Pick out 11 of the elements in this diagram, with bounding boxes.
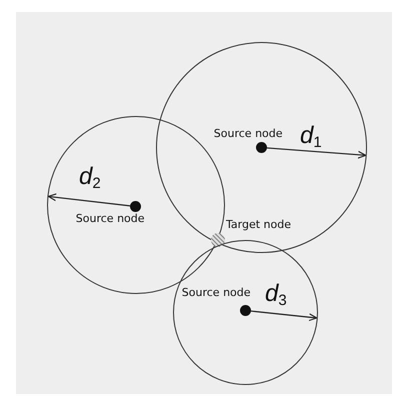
edge-label: d$_{2}$ <box>79 165 101 194</box>
arrow <box>250 310 318 322</box>
range-circle <box>173 240 318 385</box>
node-label: Target node <box>226 219 291 231</box>
node-label: Source node <box>182 286 251 299</box>
edge-label: d$_{1}$ <box>300 124 322 153</box>
edge-label: d$_{3}$ <box>265 282 287 311</box>
arrow <box>266 147 366 159</box>
node-label: Source node <box>76 212 145 225</box>
arrow <box>48 193 130 206</box>
node-label: Source node <box>214 128 283 140</box>
